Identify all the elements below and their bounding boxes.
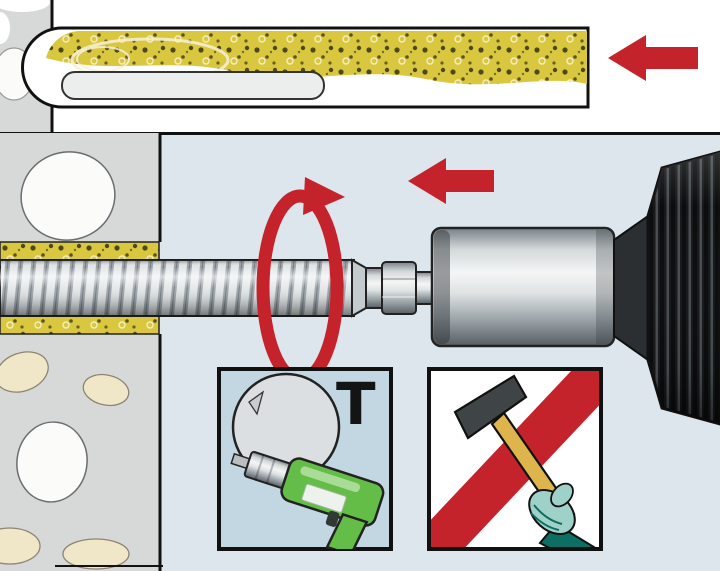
chipped-edge bbox=[0, 0, 50, 12]
torque-symbol-text: T bbox=[336, 370, 376, 438]
glove-finger-line bbox=[533, 504, 563, 525]
stone bbox=[0, 527, 41, 565]
drill-chuck-groove bbox=[265, 458, 276, 484]
stone bbox=[0, 351, 49, 393]
hex-drive-end bbox=[381, 261, 417, 315]
capsule-body bbox=[61, 71, 325, 100]
drill-handle bbox=[325, 512, 369, 549]
adapter-sleeve bbox=[430, 226, 616, 348]
drilled-hole-top-panel bbox=[21, 26, 590, 109]
rod-shading bbox=[0, 260, 354, 316]
drill-chuck-groove bbox=[254, 454, 265, 480]
stone bbox=[20, 151, 116, 241]
insert-arrow-main bbox=[408, 158, 494, 204]
inset-no-hammer-panel bbox=[427, 367, 603, 551]
adapter-right-band bbox=[596, 230, 612, 344]
stone bbox=[82, 373, 130, 407]
drill-chuck bbox=[613, 150, 720, 426]
resin-mortar-fill bbox=[46, 31, 587, 85]
drill-vent bbox=[300, 466, 361, 493]
chuck-shading bbox=[648, 152, 720, 424]
inset-drill-panel: T bbox=[217, 367, 393, 551]
wall-main-section bbox=[0, 133, 163, 571]
prohibition-stripe bbox=[431, 371, 599, 547]
drill-label bbox=[301, 483, 347, 513]
drill-trigger bbox=[325, 510, 340, 527]
stone bbox=[62, 538, 130, 570]
stone bbox=[16, 421, 88, 503]
adapter-left-band bbox=[434, 230, 450, 344]
drill-group bbox=[230, 450, 385, 549]
chipped-edge bbox=[0, 12, 10, 44]
threaded-rod-assembly bbox=[0, 226, 616, 348]
resin-lining-bottom bbox=[0, 315, 160, 335]
insert-arrow-top bbox=[608, 35, 698, 81]
resin-lining-top bbox=[0, 241, 160, 261]
inset-no-hammer-content bbox=[431, 371, 599, 547]
rod-cone bbox=[351, 258, 367, 318]
rotation-arrow-head bbox=[303, 177, 345, 215]
glove-finger-line bbox=[530, 512, 560, 531]
drill-dust-cone bbox=[248, 390, 265, 416]
inset-drill-content: T bbox=[230, 370, 385, 549]
hammer-head bbox=[453, 374, 528, 440]
chuck-cone bbox=[613, 214, 649, 362]
glove-thumb bbox=[550, 482, 574, 508]
